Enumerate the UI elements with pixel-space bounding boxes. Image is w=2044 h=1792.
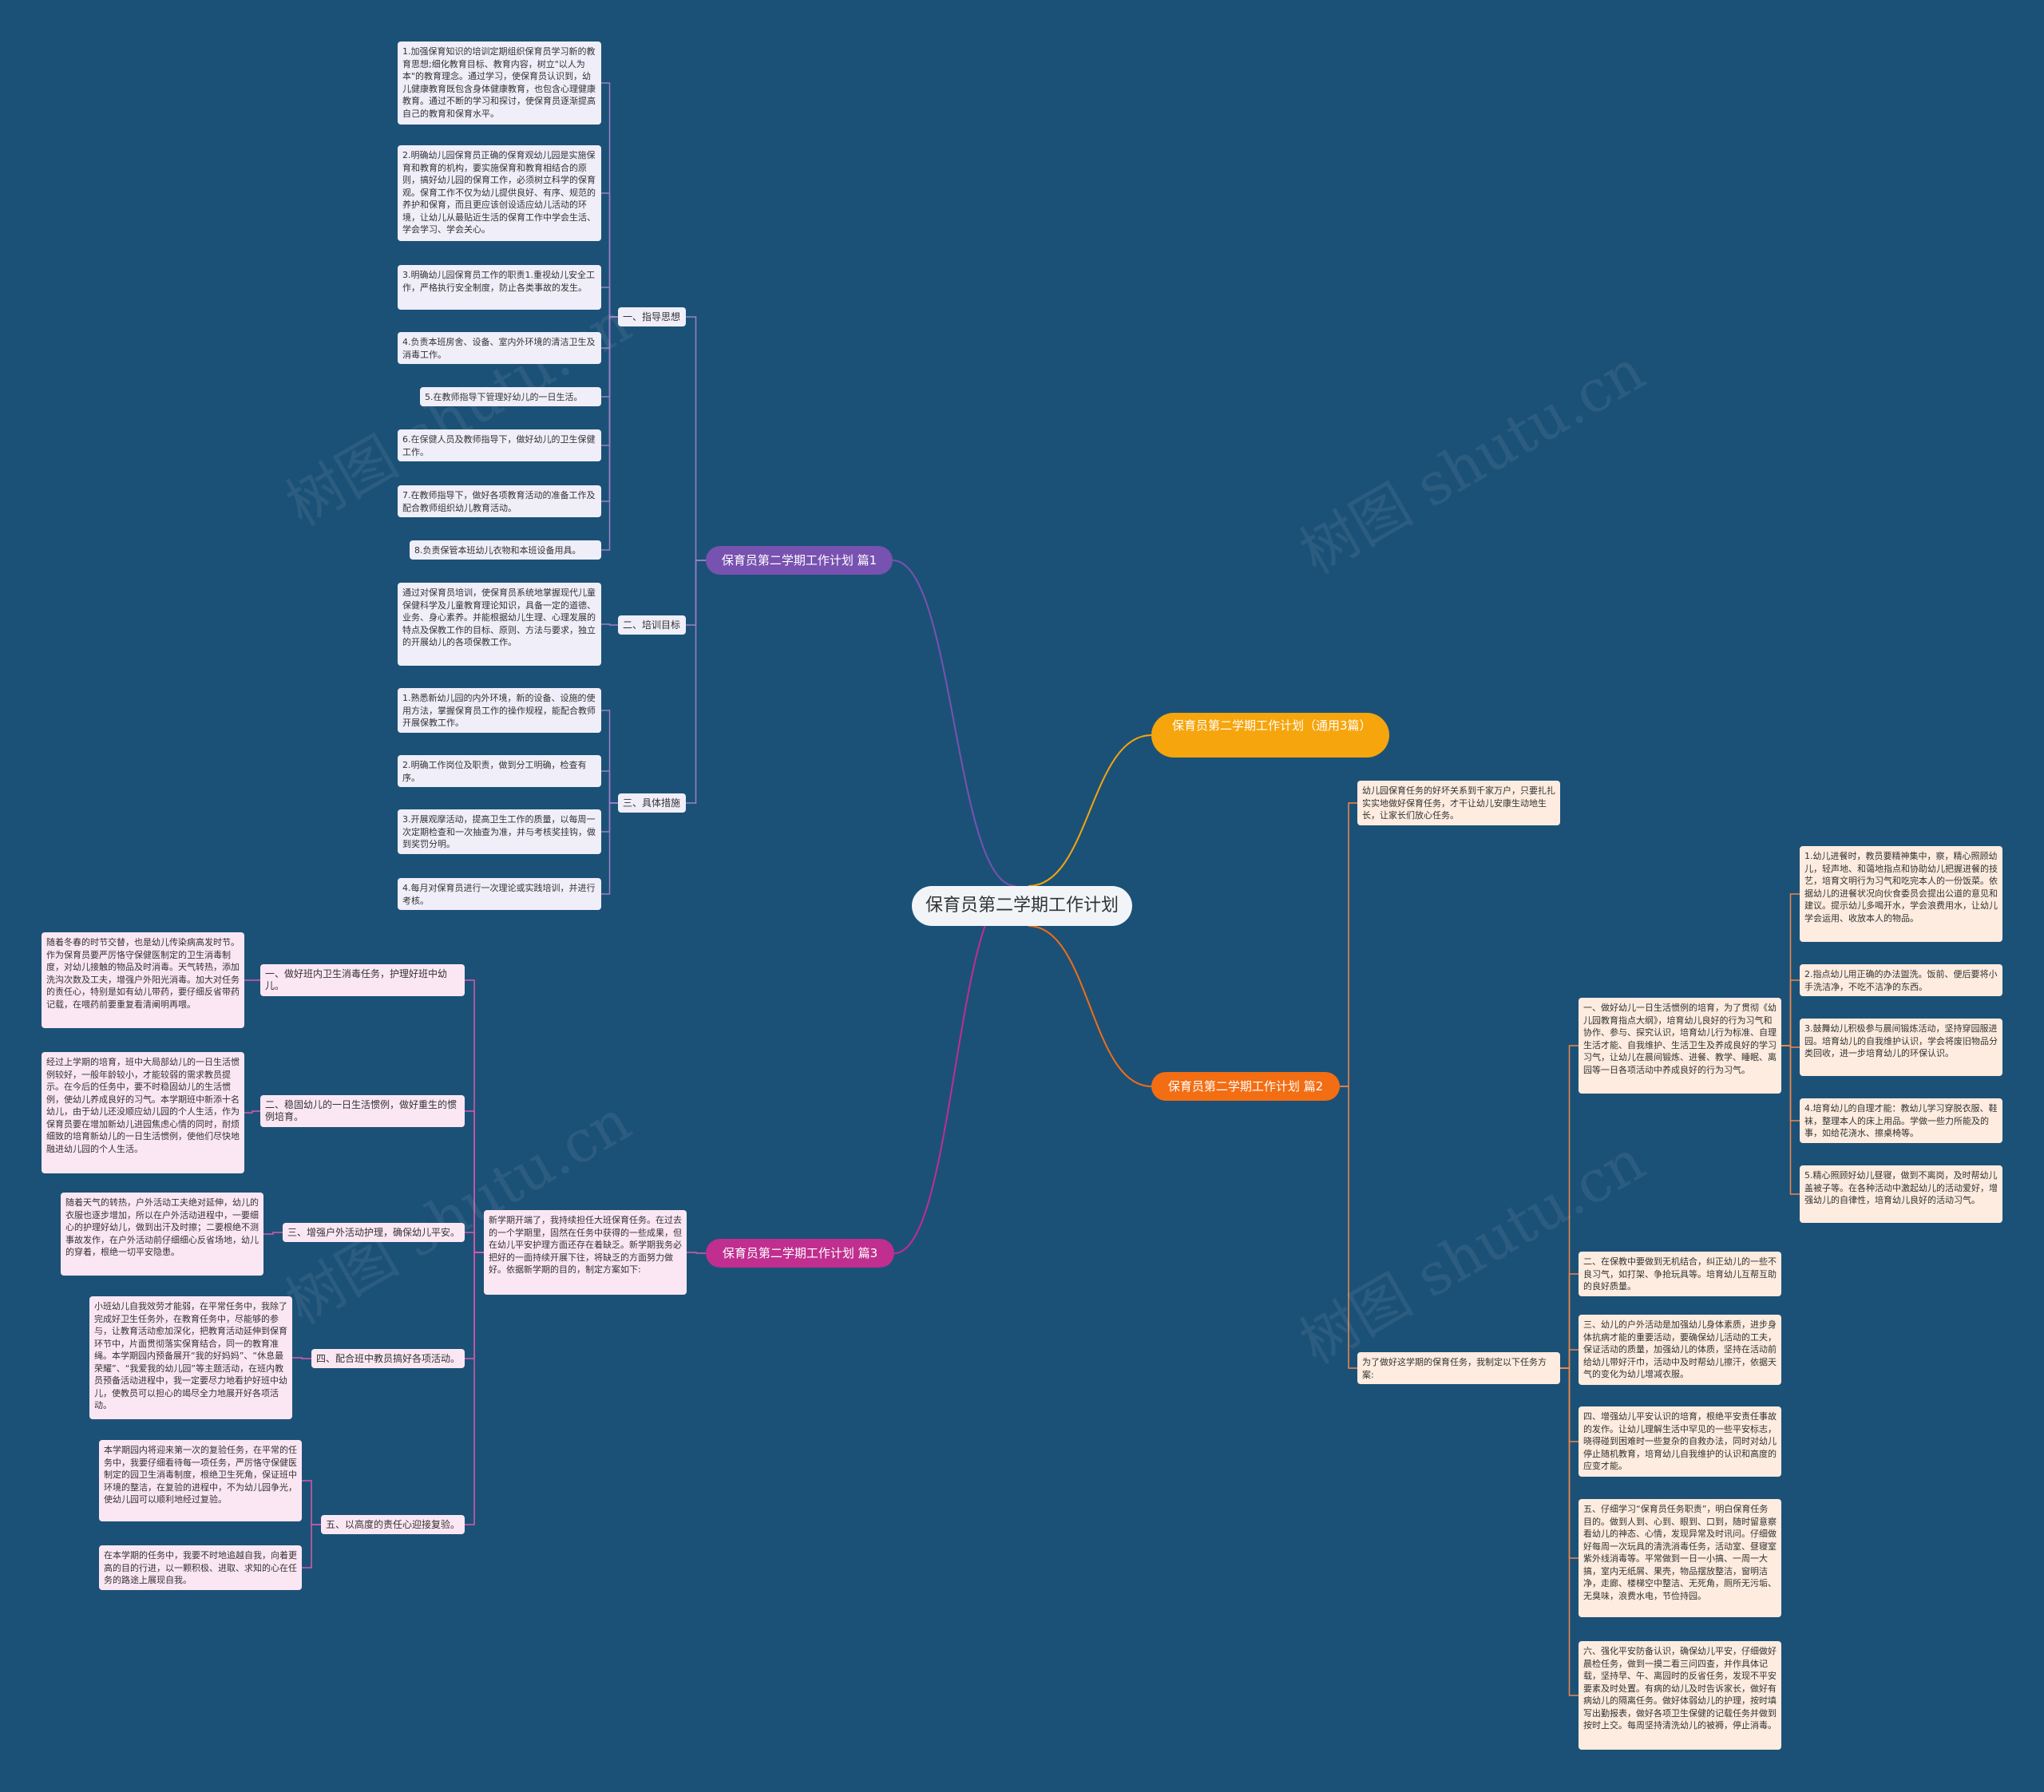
b1-section-2-label[interactable]: 二、培训目标 [618,615,686,635]
b1-s3-item-1[interactable]: 1.熟悉新幼儿园的内外环境，新的设备、设施的使用方法，掌握保育员工作的操作规程，… [398,688,601,733]
b1-s3-link-3 [601,802,618,895]
root-link-branch-2-title [1028,734,1152,887]
b3-item-6[interactable]: 六、强化平安防备认识，确保幼儿平安，仔细做好晨检任务，做到一摸二看三问四查，并作… [1579,1641,1781,1750]
b4-section-3-label[interactable]: 三、增强户外活动护理，确保幼儿平安。 [283,1223,465,1242]
branch-3-title[interactable]: 保育员第二学期工作计划 篇2 [1151,1072,1340,1101]
b4-s2-item-1[interactable]: 经过上学期的培育，班中大局部幼儿的一日生活惯例较好，一般年龄较小，才能较弱的需求… [42,1052,244,1173]
b4-s2-link-0 [244,1110,260,1114]
b4-s5-link-0 [302,1480,321,1525]
b1-s1-item-1[interactable]: 1.加强保育知识的培训定期组织保育员学习新的教育思想;细化教育目标、教育内容，树… [398,42,601,125]
b3-item-2[interactable]: 二、在保教中要做到无机结合，纠正幼儿的一些不良习气，如打架、争抢玩具等。培育幼儿… [1579,1252,1781,1296]
b1-sec-link-0 [686,316,706,561]
b1-section-1-label[interactable]: 一、指导思想 [618,307,686,326]
b1-sec-link-2 [686,560,706,804]
b3-sub-5[interactable]: 5.精心照顾好幼儿昼寝，做到不离岗，及时帮幼儿盖被子等。在各种活动中激起幼儿的活… [1800,1165,2002,1223]
b1-s2-item-1[interactable]: 通过对保育员培训，使保育员系统地掌握现代儿童保健科学及儿童教育理论知识，具备一定… [398,583,601,666]
b3-link-0 [1340,802,1357,1087]
b1-s1-item-4[interactable]: 4.负责本班房舍、设备、室内外环境的清洁卫生及消毒工作。 [398,332,601,364]
b3-sub-1[interactable]: 1.幼儿进餐时，教员要精神集中，察，精心照顾幼儿，轻声地、和蔼地指点和协助幼儿把… [1800,846,2002,942]
b1-s2-link-0 [601,623,618,626]
b1-s1-item-7[interactable]: 7.在教师指导下，做好各项教育活动的准备工作及配合教师组织幼儿教育活动。 [398,485,601,517]
b1-s3-link-1 [601,770,618,804]
b4-s5-link-1 [302,1524,321,1568]
b4-section-2-label[interactable]: 二、稳固幼儿的一日生活惯例，做好重生的惯例培育。 [260,1095,465,1127]
b3-link-1 [1340,1086,1357,1369]
b1-s1-item-2[interactable]: 2.明确幼儿园保育员正确的保育观幼儿园是实施保育和教育的机构，要实施保育和教育相… [398,145,601,241]
root-topic[interactable]: 保育员第二学期工作计划 [912,886,1132,926]
b3-intro[interactable]: 幼儿园保育任务的好坏关系到千家万户，只要扎扎实实地做好保育任务，才干让幼儿安康生… [1357,781,1560,825]
b1-s1-item-5[interactable]: 5.在教师指导下管理好幼儿的一日生活。 [420,387,601,406]
b4-s4-link-0 [292,1357,311,1359]
branch-2-title[interactable]: 保育员第二学期工作计划（通用3篇） [1151,713,1389,758]
b3-sub-link-1 [1781,979,1800,1046]
b3-sub-2[interactable]: 2.指点幼儿用正确的办法盥洗。饭前、便后要将小手洗洁净，不吃不洁净的东西。 [1800,964,2002,996]
b4-s5-item-2[interactable]: 在本学期的任务中，我要不时地追越自我，向着更高的目的行进，以一颗积极、进取、求知… [99,1545,302,1590]
b1-section-3-label[interactable]: 三、具体措施 [618,793,686,813]
b3-item-1[interactable]: 一、做好幼儿一日生活惯例的培育，为了贯彻《幼儿园教育指点大纲》，培育幼儿良好的行… [1579,998,1781,1094]
root-link-branch-1-title [892,560,1016,887]
b3-item-4[interactable]: 四、增强幼儿平安认识的培育，根绝平安责任事故的发作。让幼儿理解生活中罕见的一些平… [1579,1406,1781,1477]
b4-s3-link-0 [263,1232,283,1235]
b4-s4-item-1[interactable]: 小班幼儿自我效劳才能弱，在平常任务中，我除了完成好卫生任务外，在教育任务中，尽能… [89,1296,292,1419]
b1-s1-item-6[interactable]: 6.在保健人员及教师指导下，做好幼儿的卫生保健工作。 [398,429,601,461]
b4-s3-item-1[interactable]: 随着天气的转热，户外活动工夫绝对延伸，幼儿的衣服也逐步增加，所以在户外活动进程中… [61,1193,263,1276]
b3-item-link-5 [1560,1367,1579,1696]
b4-section-4-label[interactable]: 四、配合班中教员搞好各项活动。 [311,1349,465,1368]
b1-s1-link-7 [601,316,618,551]
b3-sub-4[interactable]: 4.培育幼儿的自理才能：教幼儿学习穿脱衣服、鞋袜，整理本人的床上用品。学做一些力… [1800,1098,2002,1143]
b3-sub-link-4 [1781,1045,1800,1195]
b1-s3-item-3[interactable]: 3.开展观摩活动，提高卫生工作的质量，以每周一次定期检查和一次抽查为准，并与考核… [398,809,601,854]
b3-plan[interactable]: 为了做好这学期的保育任务，我制定以下任务方案: [1357,1352,1560,1384]
b4-section-5-label[interactable]: 五、以高度的责任心迎接复验。 [321,1515,465,1534]
root-link-branch-4-title [893,885,1016,1254]
b4-s1-item-1[interactable]: 随着冬春的时节交替，也是幼儿传染病高发时节。作为保育员要严厉恪守保健医制定的卫生… [42,932,244,1028]
b1-s3-item-2[interactable]: 2.明确工作岗位及职责，做到分工明确，检查有序。 [398,755,601,787]
b1-s1-item-3[interactable]: 3.明确幼儿园保育员工作的职责1.重视幼儿安全工作，严格执行安全制度，防止各类事… [398,265,601,310]
b4-intro[interactable]: 新学期开端了，我持续担任大班保育任务。在过去的一个学期里，固然在任务中获得的一些… [484,1210,687,1295]
b4-link-0 [687,1252,706,1254]
b1-s1-item-8[interactable]: 8.负责保管本班幼儿衣物和本班设备用具。 [410,540,601,560]
b3-sub-3[interactable]: 3.鼓舞幼儿积极参与晨间锻炼活动，坚持穿园服进园。培育幼儿的自我维护认识，学会将… [1800,1019,2002,1076]
b4-s5-item-1[interactable]: 本学期园内将迎来第一次的复验任务，在平常的任务中，我要仔细看待每一项任务，严厉恪… [99,1440,302,1521]
b4-sec-link-4 [465,1252,484,1525]
branch-1-title[interactable]: 保育员第二学期工作计划 篇1 [706,546,893,575]
b3-item-5[interactable]: 五、仔细学习“保育员任务职责”，明白保育任务目的。做到人到、心到、眼到、口到，随… [1579,1499,1781,1617]
root-link-branch-3-title [1028,925,1152,1087]
b4-section-1-label[interactable]: 一、做好班内卫生消毒任务，护理好班中幼儿。 [260,964,465,996]
b3-item-link-2 [1560,1349,1579,1369]
b1-s3-item-4[interactable]: 4.每月对保育员进行一次理论或实践培训，并进行考核。 [398,878,601,910]
b3-item-3[interactable]: 三、幼儿的户外活动是加强幼儿身体素质，进步身体抗病才能的重要活动，要确保幼儿活动… [1579,1315,1781,1385]
branch-4-title[interactable]: 保育员第二学期工作计划 篇3 [706,1239,894,1268]
